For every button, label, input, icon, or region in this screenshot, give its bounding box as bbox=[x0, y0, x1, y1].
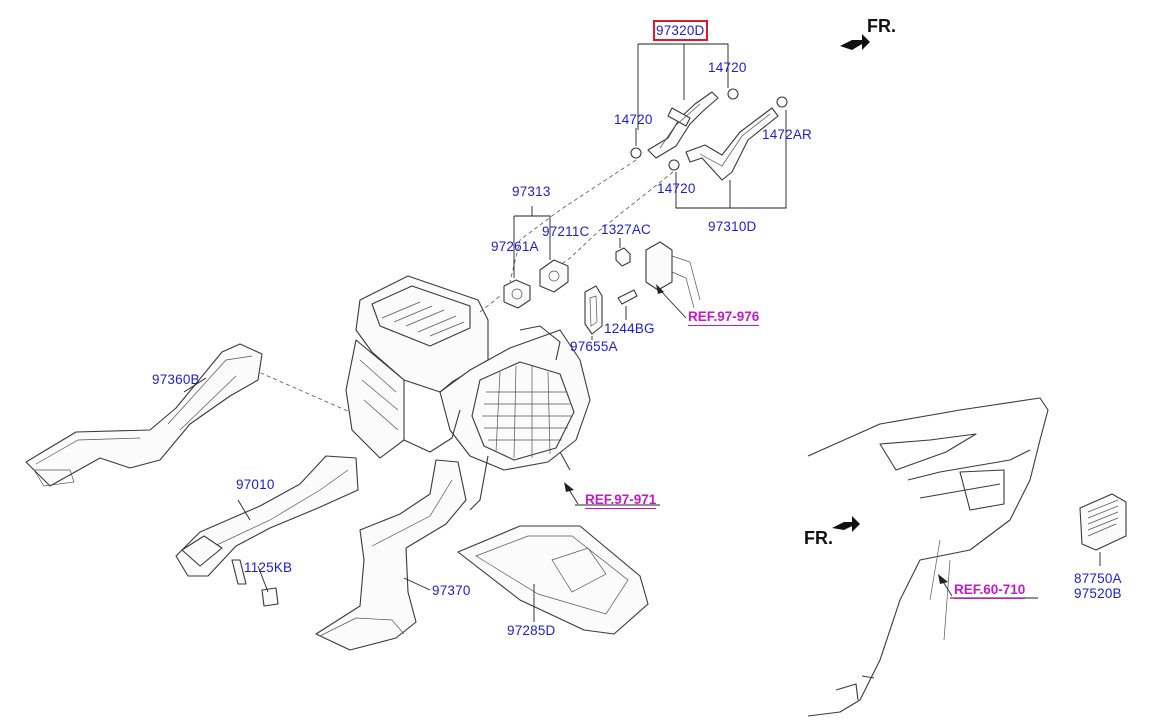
heater-unit[interactable] bbox=[345, 275, 591, 511]
part-label-97313[interactable]: 97313 bbox=[512, 184, 551, 199]
part-label-1327ac[interactable]: 1327AC bbox=[601, 222, 651, 237]
reference-97-971[interactable]: REF.97-971 bbox=[585, 492, 657, 509]
part-label-97261a[interactable]: 97261A bbox=[491, 239, 539, 254]
hose-clamps[interactable] bbox=[630, 88, 788, 171]
part-label-97211c[interactable]: 97211C bbox=[542, 224, 590, 239]
part-label-97655a[interactable]: 97655A bbox=[570, 339, 618, 354]
part-label-1125kb[interactable]: 1125KB bbox=[244, 560, 293, 575]
gasket-97211c[interactable] bbox=[539, 259, 569, 293]
front-direction-label-bottom: FR. bbox=[804, 528, 833, 548]
hose-97320d[interactable] bbox=[647, 91, 719, 159]
part-label-87750a[interactable]: 87750A bbox=[1074, 571, 1122, 586]
connector-ref-97-976[interactable] bbox=[645, 241, 701, 309]
front-direction-arrow-bottom bbox=[832, 516, 860, 532]
part-label-14720-top-right[interactable]: 14720 bbox=[708, 60, 747, 75]
part-label-97320d[interactable]: 97320D bbox=[653, 20, 708, 41]
duct-97370[interactable] bbox=[315, 459, 467, 651]
rear-body-panel bbox=[807, 397, 1049, 717]
gasket-97261a[interactable] bbox=[503, 279, 531, 309]
part-label-97520b[interactable]: 97520B bbox=[1074, 586, 1122, 601]
front-direction-arrow-top bbox=[840, 34, 870, 50]
part-label-97010[interactable]: 97010 bbox=[236, 477, 275, 492]
reference-60-710[interactable]: REF.60-710 bbox=[954, 582, 1026, 599]
part-label-97310d[interactable]: 97310D bbox=[708, 219, 757, 234]
vent-grille-87750a[interactable] bbox=[1079, 493, 1127, 551]
part-label-97360b[interactable]: 97360B bbox=[152, 372, 200, 387]
nut-1327ac[interactable] bbox=[615, 247, 631, 267]
front-direction-label-top: FR. bbox=[867, 16, 896, 36]
part-label-97370[interactable]: 97370 bbox=[432, 583, 471, 598]
grommet-97655a[interactable] bbox=[584, 285, 603, 335]
part-label-1472ar[interactable]: 1472AR bbox=[762, 127, 812, 142]
duct-97010[interactable] bbox=[175, 455, 359, 577]
reference-97-976[interactable]: REF.97-976 bbox=[688, 309, 760, 326]
cover-97285d[interactable] bbox=[457, 525, 649, 635]
hose-97310d[interactable] bbox=[685, 107, 779, 181]
bolt-1125kb[interactable] bbox=[231, 559, 279, 607]
part-label-14720-bottom[interactable]: 14720 bbox=[657, 181, 696, 196]
duct-97360b[interactable] bbox=[25, 343, 263, 487]
bolt-1244bg[interactable] bbox=[617, 289, 638, 305]
part-label-97285d[interactable]: 97285D bbox=[507, 623, 556, 638]
part-label-1244bg[interactable]: 1244BG bbox=[604, 321, 655, 336]
part-label-14720-left[interactable]: 14720 bbox=[614, 112, 653, 127]
